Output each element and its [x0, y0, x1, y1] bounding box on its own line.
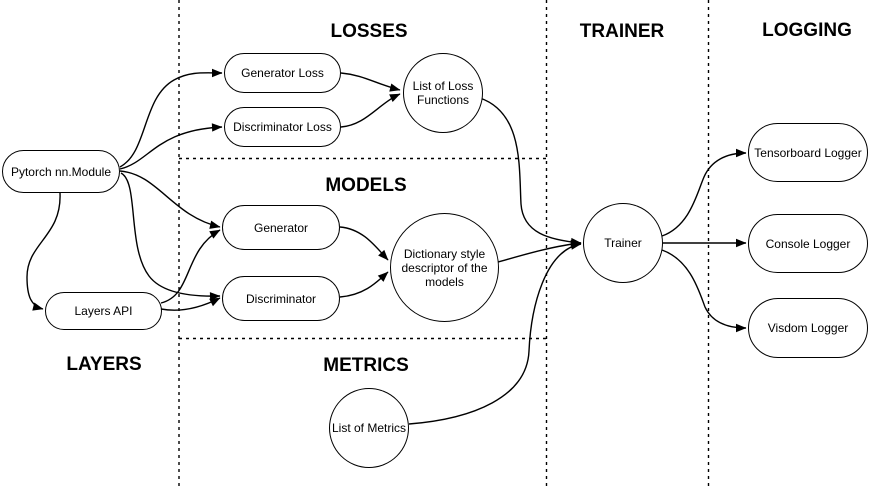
edge-layers-api-to-generator — [160, 229, 221, 304]
edge-loss-functions-to-trainer — [479, 97, 582, 247]
edge-layers-api-to-discriminator — [160, 297, 221, 311]
node-discriminator-loss: Discriminator Loss — [224, 107, 341, 147]
section-header-trainer: TRAINER — [579, 21, 665, 42]
node-tensorboard-logger: Tensorboard Logger — [748, 123, 868, 182]
section-header-models: MODELS — [325, 175, 407, 196]
node-list-of-metrics-label: List of Metrics — [331, 421, 406, 435]
edge-pytorch-to-generator-loss — [119, 68, 223, 168]
section-header-losses: LOSSES — [330, 21, 408, 42]
node-model-descriptor: Dictionary style descriptor of the model… — [390, 213, 499, 322]
node-visdom-logger-label: Visdom Logger — [767, 321, 849, 335]
node-trainer: Trainer — [583, 203, 663, 283]
section-header-metrics: METRICS — [323, 355, 409, 376]
node-discriminator-loss-label: Discriminator Loss — [233, 120, 332, 134]
edge-generator-to-model-descriptor — [339, 226, 389, 261]
node-discriminator-label: Discriminator — [245, 291, 316, 306]
edge-discriminator-loss-to-loss-functions — [340, 93, 401, 128]
node-tensorboard-logger-label: Tensorboard Logger — [754, 145, 862, 160]
section-header-logging: LOGGING — [762, 20, 852, 41]
edge-pytorch-to-discriminator-loss — [119, 123, 223, 170]
node-trainer-label: Trainer — [604, 236, 642, 250]
node-console-logger: Console Logger — [748, 214, 868, 273]
edge-model-descriptor-to-trainer — [497, 239, 582, 263]
node-layers-api-label: Layers API — [74, 304, 133, 318]
node-list-of-loss-functions-label: List of Loss Functions — [412, 79, 474, 107]
node-pytorch-nn-module-label: Pytorch nn.Module — [10, 164, 112, 179]
edge-pytorch-to-generator — [119, 170, 221, 229]
node-generator: Generator — [222, 205, 340, 250]
section-header-layers: LAYERS — [66, 354, 142, 375]
node-discriminator: Discriminator — [222, 276, 340, 321]
node-console-logger-label: Console Logger — [765, 236, 851, 251]
edge-pytorch-to-layers-api — [26, 192, 61, 311]
node-generator-loss: Generator Loss — [224, 53, 341, 93]
node-list-of-metrics: List of Metrics — [329, 388, 409, 468]
node-model-descriptor-label: Dictionary style descriptor of the model… — [401, 246, 488, 289]
node-layers-api: Layers API — [45, 292, 162, 330]
edge-pytorch-to-discriminator — [120, 172, 221, 301]
node-visdom-logger: Visdom Logger — [748, 298, 868, 358]
node-list-of-loss-functions: List of Loss Functions — [403, 53, 483, 133]
node-pytorch-nn-module: Pytorch nn.Module — [2, 150, 120, 193]
node-generator-label: Generator — [253, 220, 309, 235]
edge-discriminator-to-model-descriptor — [339, 271, 389, 298]
node-generator-loss-label: Generator Loss — [241, 66, 324, 80]
edge-generator-loss-to-loss-functions — [340, 72, 401, 92]
edge-list-of-metrics-to-trainer — [408, 241, 582, 425]
edge-trainer-to-visdom-logger — [661, 249, 747, 333]
edge-trainer-to-tensorboard-logger — [661, 148, 747, 237]
